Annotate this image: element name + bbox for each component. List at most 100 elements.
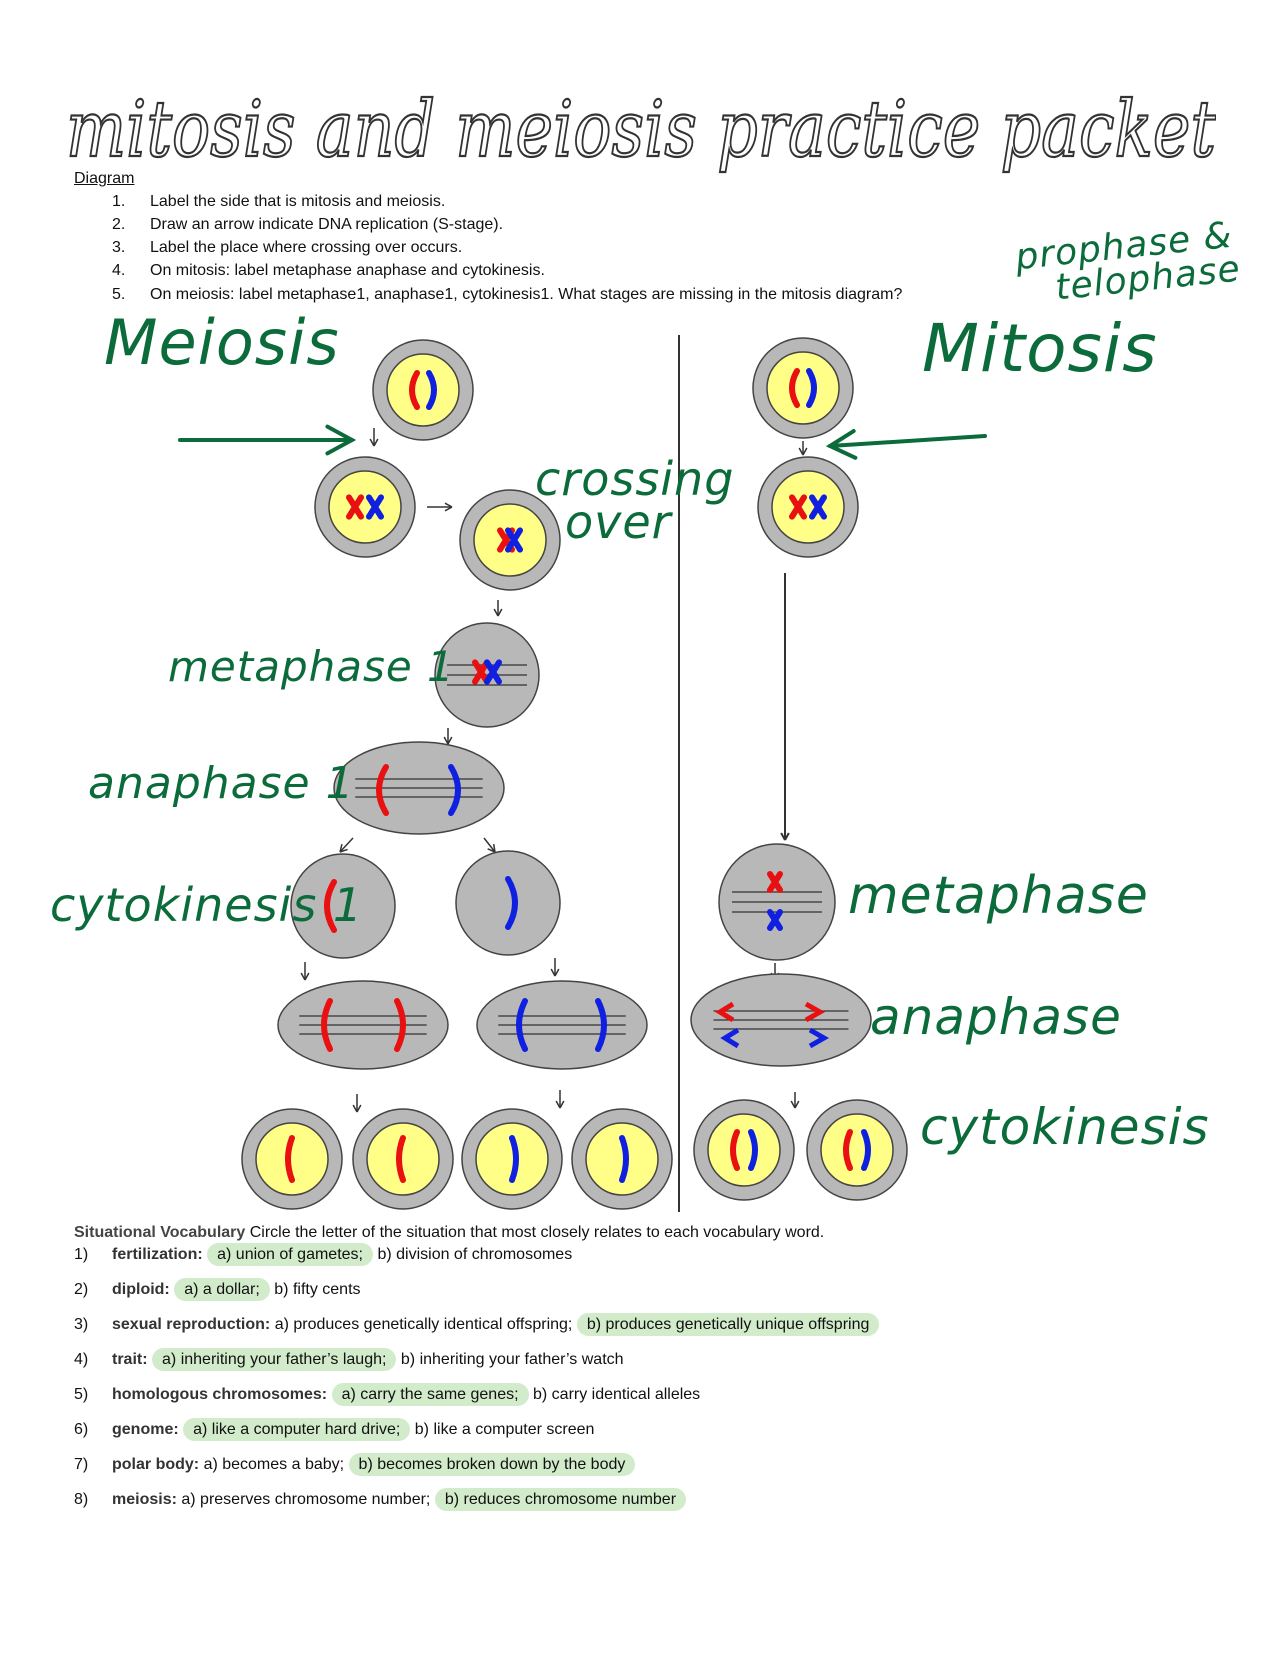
vocab-option-b[interactable]: b) like a computer screen xyxy=(414,1421,595,1438)
vocab-term: fertilization: xyxy=(112,1246,203,1263)
chromosome xyxy=(595,998,607,1052)
chromosome xyxy=(376,764,389,816)
vocab-term: homologous chromosomes: xyxy=(112,1386,328,1403)
vocab-item: 6) genome: a) like a computer hard drive;… xyxy=(74,1418,595,1441)
handwritten-over: over xyxy=(565,495,672,549)
handwritten-cytokinesis1: cytokinesis 1 xyxy=(50,878,364,932)
chromosome xyxy=(767,871,783,893)
nucleus xyxy=(255,1122,329,1196)
chromosome xyxy=(715,1001,735,1023)
instruction-number: 5. xyxy=(112,286,126,303)
instruction-text: Draw an arrow indicate DNA replication (… xyxy=(150,216,504,233)
page-title: mitosis and meiosis practice packet xyxy=(66,84,1216,176)
chromosome xyxy=(346,494,364,520)
nucleus xyxy=(820,1113,894,1187)
vocab-num: 8) xyxy=(74,1491,89,1508)
vocab-term: sexual reproduction: xyxy=(112,1316,271,1333)
instruction-number: 2. xyxy=(112,216,126,233)
chromosome xyxy=(448,764,461,816)
vocab-option-b[interactable]: b) inheriting your father’s watch xyxy=(400,1351,624,1368)
chromosome xyxy=(285,1135,295,1183)
handwritten-mitosis: Mitosis xyxy=(922,310,1158,387)
vocab-item: 1) fertilization: a) union of gametes; b)… xyxy=(74,1243,573,1266)
instruction-item: 5. On meiosis: label metaphase1, anaphase… xyxy=(112,286,902,304)
chromosome xyxy=(767,909,783,931)
instruction-number: 4. xyxy=(112,262,126,279)
vocab-item: 7)polar body: a) becomes a baby; b) beco… xyxy=(74,1453,636,1476)
vocab-item: 5) homologous chromosomes: a) carry the s… xyxy=(74,1383,701,1406)
vocab-term: polar body: xyxy=(112,1456,200,1473)
handwritten-meiosis: Meiosis xyxy=(104,306,340,379)
nucleus xyxy=(766,351,840,425)
arrow xyxy=(483,837,496,853)
instruction-text: Label the side that is mitosis and meios… xyxy=(150,193,446,210)
instruction-text: On meiosis: label metaphase1, anaphase1,… xyxy=(150,286,903,303)
diagram-label: Diagram xyxy=(74,170,135,187)
vocab-term: genome: xyxy=(112,1421,179,1438)
chromosome xyxy=(843,1129,853,1171)
arrow-head xyxy=(444,502,453,512)
vocab-option-b[interactable]: b) fifty cents xyxy=(274,1281,361,1298)
instruction-item: 1. Label the side that is mitosis and mei… xyxy=(112,193,445,211)
vocab-num: 3) xyxy=(74,1316,89,1333)
handwritten-cytokinesis: cytokinesis xyxy=(920,1098,1210,1156)
vocab-num: 4) xyxy=(74,1351,89,1368)
chromosome xyxy=(409,370,420,410)
chromosome xyxy=(720,1027,740,1049)
vocab-num: 6) xyxy=(74,1421,89,1438)
arrow-head xyxy=(339,844,348,853)
nucleus xyxy=(473,503,547,577)
vocab-num: 1) xyxy=(74,1246,89,1263)
chromosome xyxy=(394,998,406,1052)
arrow-head xyxy=(487,843,496,853)
chromosome xyxy=(509,1135,519,1183)
vocab-term: trait: xyxy=(112,1351,148,1368)
instruction-number: 1. xyxy=(112,193,126,210)
vocab-option-b[interactable]: b) division of chromosomes xyxy=(377,1246,573,1263)
vocab-item: 4) trait: a) inheriting your father’s lau… xyxy=(74,1348,624,1371)
nucleus xyxy=(328,470,402,544)
handwritten-arrow-head xyxy=(325,424,357,456)
arrow-head xyxy=(555,1100,565,1109)
vocab-option-a[interactable]: a) preserves chromosome number; xyxy=(181,1491,431,1508)
arrow-head xyxy=(369,438,379,447)
chromosome xyxy=(619,1135,629,1183)
handwritten-anaphase1: anaphase 1 xyxy=(88,758,355,809)
vocab-option-a[interactable]: a) inheriting your father’s laugh; xyxy=(152,1348,397,1371)
vocab-option-a[interactable]: a) union of gametes; xyxy=(207,1243,373,1266)
vocab-option-a[interactable]: a) like a computer hard drive; xyxy=(183,1418,411,1441)
instruction-text: On mitosis: label metaphase anaphase and… xyxy=(150,262,545,279)
chromosome xyxy=(484,659,502,685)
vocab-option-a[interactable]: a) carry the same genes; xyxy=(331,1383,529,1406)
arrow-head xyxy=(780,832,790,841)
handwritten-metaphase: metaphase xyxy=(848,866,1149,926)
handwritten-anaphase: anaphase xyxy=(870,988,1122,1046)
cell xyxy=(455,850,561,956)
nucleus xyxy=(386,353,460,427)
vocab-option-b[interactable]: b) produces genetically unique offspring xyxy=(576,1313,880,1336)
vocab-option-b[interactable]: b) carry identical alleles xyxy=(533,1386,701,1403)
chromosome xyxy=(861,1129,871,1171)
vocab-option-b[interactable]: b) reduces chromosome number xyxy=(434,1488,687,1511)
chromosome xyxy=(516,998,528,1052)
chromosome xyxy=(472,659,490,685)
chromosome xyxy=(748,1129,758,1171)
chromosome xyxy=(426,370,437,410)
vocab-item: 2)diploid: a) a dollar; b) fifty cents xyxy=(74,1278,361,1301)
nucleus xyxy=(366,1122,440,1196)
arrow-head xyxy=(300,972,310,981)
chromosome xyxy=(324,879,337,933)
vocab-option-a[interactable]: a) a dollar; xyxy=(174,1278,270,1301)
chromosome xyxy=(730,1129,740,1171)
nucleus xyxy=(771,470,845,544)
vocab-option-a[interactable]: a) produces genetically identical offspr… xyxy=(274,1316,573,1333)
instruction-item: 3.Label the place where crossing over oc… xyxy=(112,239,462,257)
cell xyxy=(290,853,396,959)
nucleus xyxy=(707,1113,781,1187)
instruction-item: 2. Draw an arrow indicate DNA replication… xyxy=(112,216,503,234)
vocab-num: 5) xyxy=(74,1386,89,1403)
vocab-option-a[interactable]: a) becomes a baby; xyxy=(203,1456,345,1473)
vocab-option-b[interactable]: b) becomes broken down by the body xyxy=(348,1453,636,1476)
chromosome xyxy=(366,494,384,520)
